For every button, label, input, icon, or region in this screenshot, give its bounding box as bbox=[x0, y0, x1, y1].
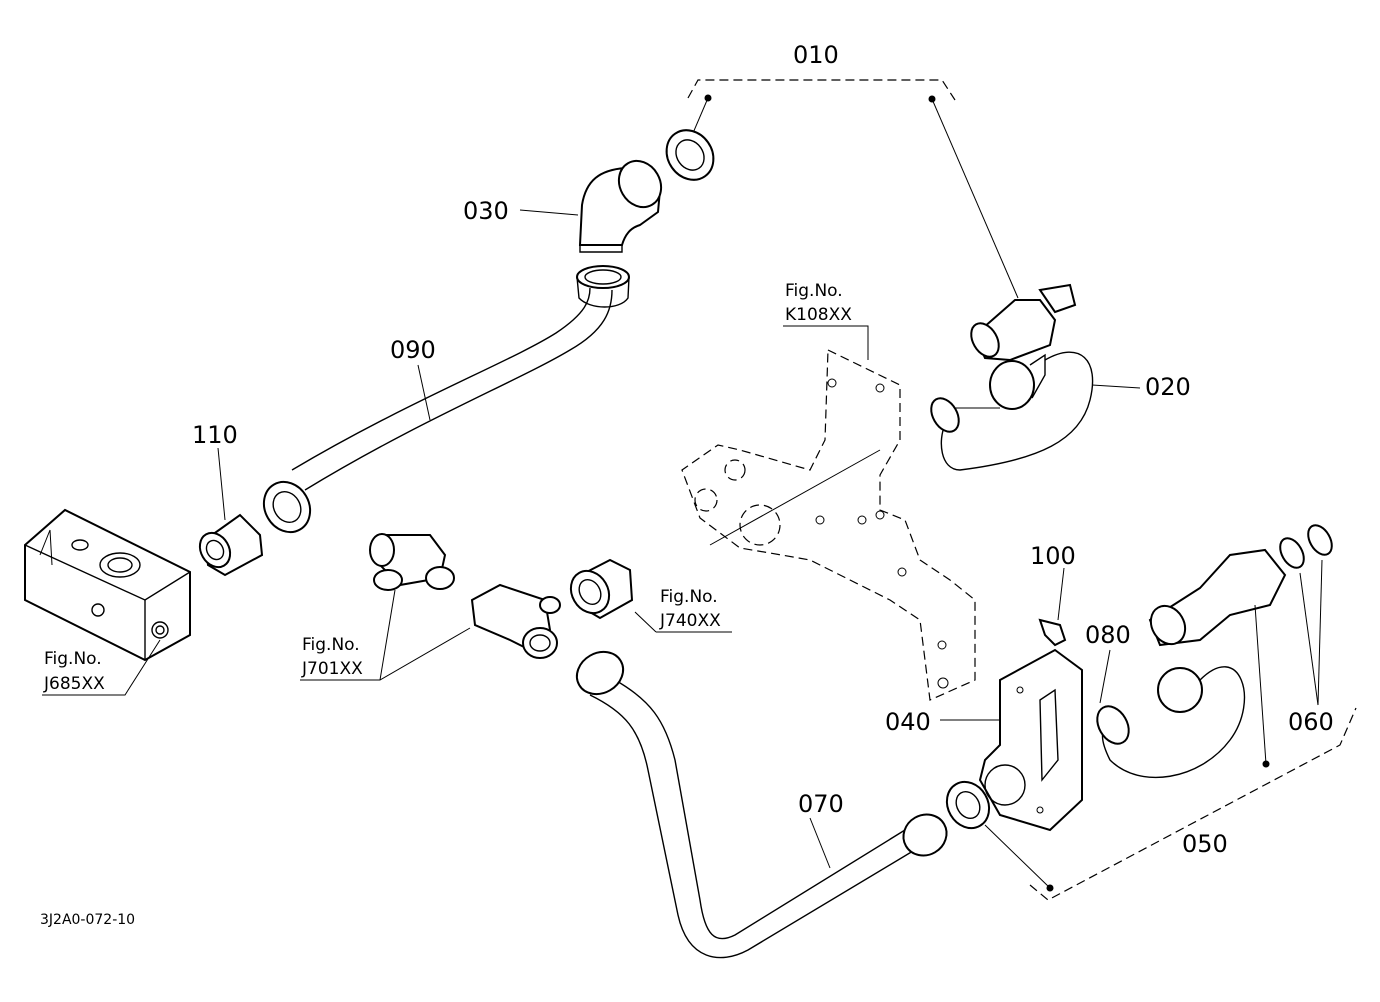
figref-j740-line1: Fig.No. bbox=[660, 587, 718, 607]
callout-020: 020 bbox=[1145, 373, 1191, 401]
adaptor-110 bbox=[198, 513, 264, 577]
drawing-code: 3J2A0-072-10 bbox=[40, 912, 135, 928]
callout-070: 070 bbox=[798, 790, 844, 818]
figref-k108-line2: K108XX bbox=[785, 305, 852, 325]
figref-j701-line1: Fig.No. bbox=[302, 635, 360, 655]
bolt-100 bbox=[1038, 618, 1067, 647]
callout-030: 030 bbox=[463, 197, 509, 225]
block-j685 bbox=[24, 508, 191, 662]
leader-lines bbox=[42, 209, 1323, 869]
nut-090-upper bbox=[576, 265, 630, 308]
callout-080: 080 bbox=[1085, 621, 1131, 649]
tee-fitting bbox=[470, 583, 561, 659]
callout-090: 090 bbox=[390, 336, 436, 364]
adaptor-j740 bbox=[569, 558, 634, 620]
nut-top bbox=[665, 129, 715, 181]
nut-090-lower bbox=[262, 480, 312, 534]
callout-060: 060 bbox=[1288, 708, 1334, 736]
bracket-k108 bbox=[681, 349, 976, 701]
callout-110: 110 bbox=[192, 421, 238, 449]
nut-070 bbox=[945, 780, 991, 830]
figref-j740-line2: J740XX bbox=[659, 611, 721, 631]
callout-050: 050 bbox=[1182, 830, 1228, 858]
hose-090 bbox=[291, 287, 613, 491]
elbow-030 bbox=[578, 159, 663, 253]
pipe-070 bbox=[575, 650, 948, 959]
group-bracket-010 bbox=[687, 79, 1019, 299]
figref-j685-line1: Fig.No. bbox=[44, 649, 102, 669]
plate-040 bbox=[978, 648, 1083, 832]
figref-j685-line2: J685XX bbox=[43, 674, 105, 694]
callout-040: 040 bbox=[885, 708, 931, 736]
group-bracket-050 bbox=[984, 604, 1357, 901]
orings-060 bbox=[1279, 524, 1333, 569]
figref-j701-line2: J701XX bbox=[301, 659, 363, 679]
figref-k108-line1: Fig.No. bbox=[785, 281, 843, 301]
coupler-050 bbox=[1096, 548, 1287, 779]
callout-100: 100 bbox=[1030, 542, 1076, 570]
callout-010: 010 bbox=[793, 41, 839, 69]
tee-j701 bbox=[369, 533, 455, 591]
coupler-020 bbox=[930, 283, 1094, 471]
